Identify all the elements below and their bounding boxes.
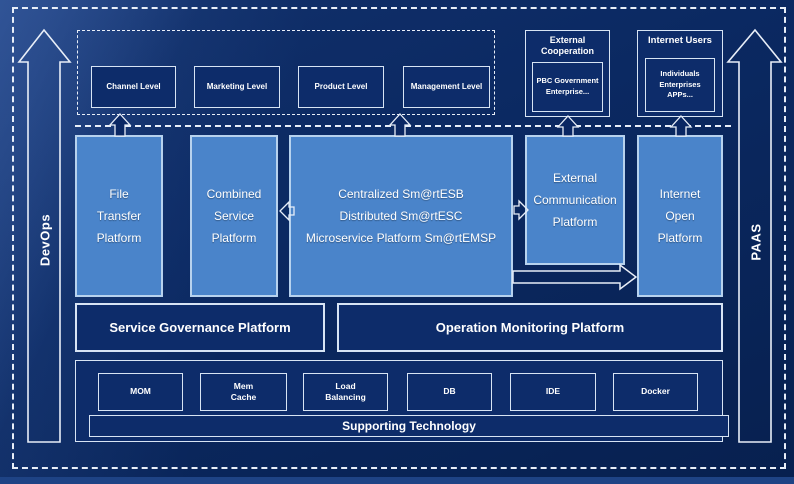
- tech-label: Load Balancing: [325, 380, 366, 402]
- level-label: Channel Level: [106, 81, 161, 91]
- esb-suite-platform-box: Centralized Sm@rtESB Distributed Sm@rtES…: [289, 135, 513, 297]
- external-cooperation-box: External Cooperation PBC Government Ente…: [525, 30, 610, 117]
- tech-label: Mem Cache: [230, 380, 257, 402]
- level-box-channel: Channel Level: [91, 66, 176, 108]
- external-cooperation-title: External Cooperation: [541, 35, 594, 57]
- tech-box-load-balancing: Load Balancing: [303, 373, 388, 411]
- external-cooperation-member: PBC Government Enterprise...: [532, 62, 603, 112]
- platform-label: External Communication Platform: [533, 170, 617, 230]
- tech-box-mem-cache: Mem Cache: [200, 373, 287, 411]
- integration-layer-dashed-line: [75, 125, 731, 127]
- platform-label: Centralized Sm@rtESB Distributed Sm@rtES…: [305, 186, 497, 246]
- combined-service-platform-box: Combined Service Platform: [190, 135, 278, 297]
- file-transfer-platform-box: File Transfer Platform: [75, 135, 163, 297]
- level-box-marketing: Marketing Level: [194, 66, 280, 108]
- platform-label: File Transfer Platform: [96, 186, 142, 246]
- service-governance-platform-box: Service Governance Platform: [75, 303, 325, 352]
- internet-users-title: Internet Users: [648, 35, 712, 46]
- platform-label: Internet Open Platform: [657, 186, 703, 246]
- tech-label: MOM: [130, 386, 151, 397]
- governance-label: Service Governance Platform: [109, 320, 291, 335]
- tech-label: Docker: [641, 386, 670, 397]
- tech-box-ide: IDE: [510, 373, 596, 411]
- level-box-product: Product Level: [298, 66, 384, 108]
- supporting-technology-bar: Supporting Technology: [89, 415, 729, 437]
- internet-open-platform-box: Internet Open Platform: [637, 135, 723, 297]
- outer-dashed-frame: [12, 7, 786, 469]
- tech-box-mom: MOM: [98, 373, 183, 411]
- tech-box-docker: Docker: [613, 373, 698, 411]
- business-levels-dashed-box: [77, 30, 495, 115]
- level-label: Product Level: [314, 81, 368, 91]
- platform-label: Combined Service Platform: [206, 186, 262, 246]
- monitoring-label: Operation Monitoring Platform: [435, 320, 625, 335]
- level-label: Management Level: [410, 81, 483, 91]
- internet-users-member: Individuals Enterprises APPs...: [645, 58, 715, 112]
- supporting-technology-label: Supporting Technology: [342, 419, 476, 433]
- bottom-accent-strip: [0, 477, 794, 484]
- external-communication-platform-box: External Communication Platform: [525, 135, 625, 265]
- tech-label: DB: [443, 386, 456, 397]
- devops-label: DevOps: [37, 213, 53, 267]
- tech-label: IDE: [545, 386, 561, 397]
- internet-users-box: Internet Users Individuals Enterprises A…: [637, 30, 723, 117]
- level-box-management: Management Level: [403, 66, 490, 108]
- tech-box-db: DB: [407, 373, 492, 411]
- operation-monitoring-platform-box: Operation Monitoring Platform: [337, 303, 723, 352]
- paas-label: PAAS: [748, 223, 764, 261]
- level-label: Marketing Level: [206, 81, 268, 91]
